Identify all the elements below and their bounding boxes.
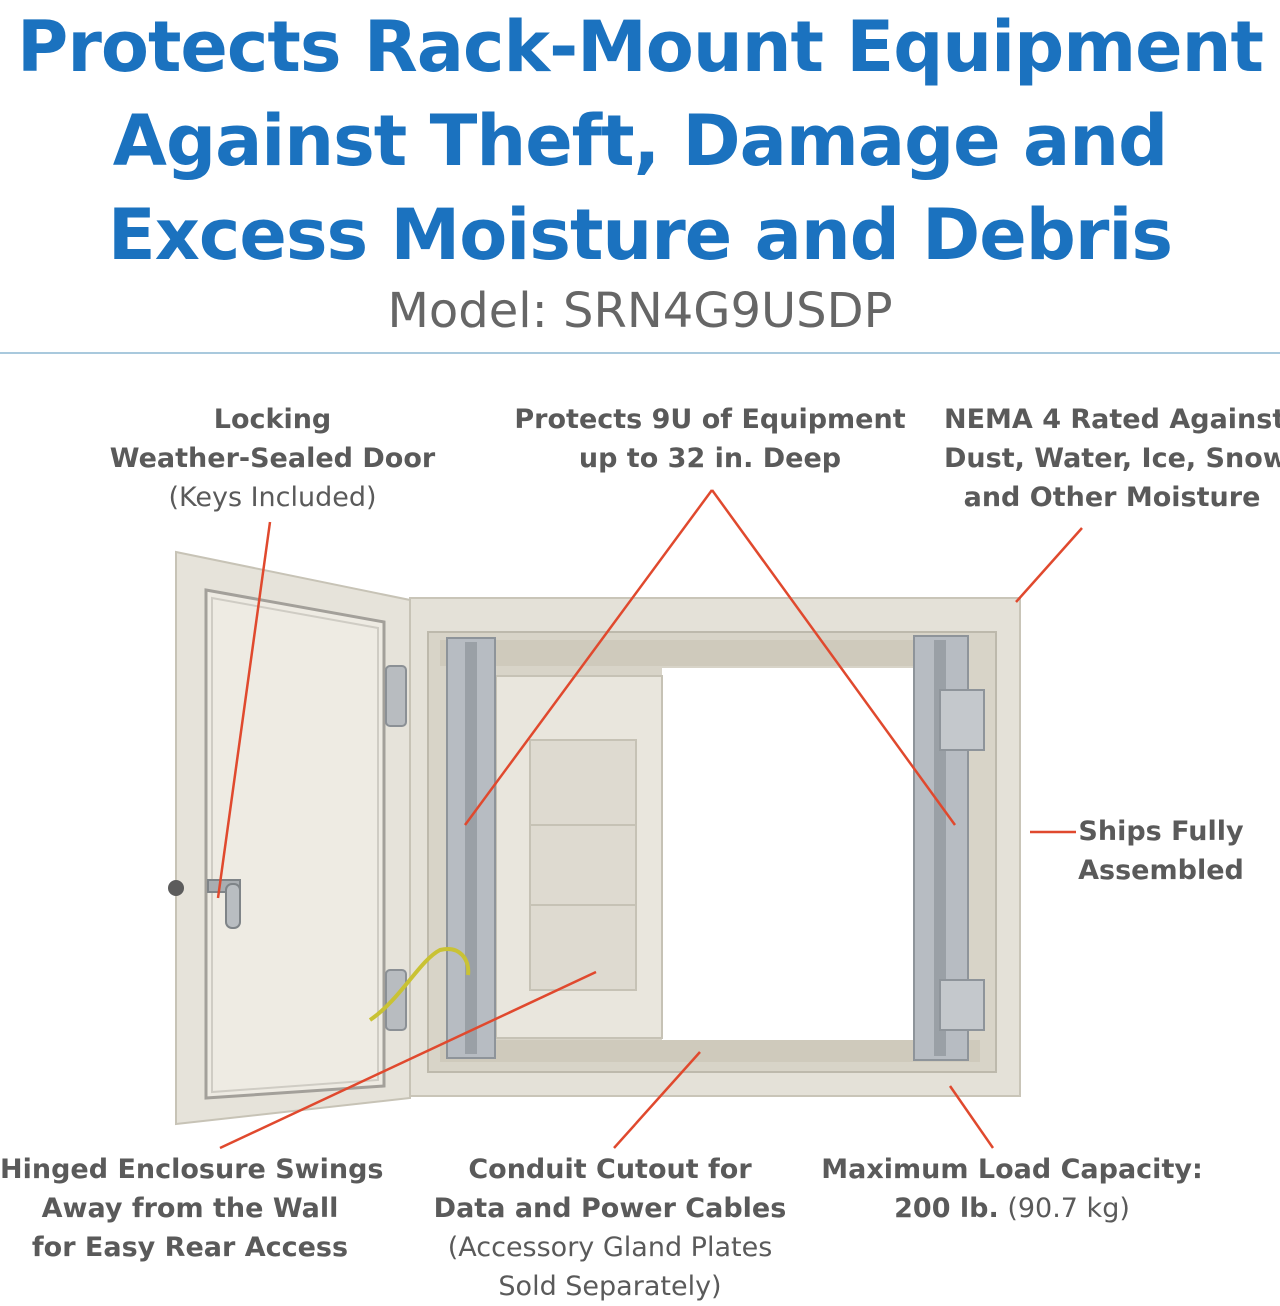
- leader-lines: [216, 489, 1083, 1150]
- leader-door: [216, 521, 272, 899]
- callout-protects-line1: Protects 9U of Equipment: [514, 404, 906, 435]
- headline-line-1: Protects Rack-Mount Equipment: [17, 6, 1264, 88]
- callout-nema-line1: NEMA 4 Rated Against: [944, 404, 1280, 435]
- callout-load-weight-metric: (90.7 kg): [1007, 1193, 1130, 1224]
- callout-conduit-line2: Data and Power Cables: [433, 1193, 787, 1224]
- leader-load: [948, 1085, 995, 1149]
- model-number: Model: SRN4G9USDP: [387, 283, 893, 339]
- rack-rails: [446, 635, 985, 1061]
- callout-hinged-line1: Hinged Enclosure Swings: [0, 1154, 384, 1185]
- ground-wire: [368, 947, 471, 1022]
- callout-door-line3: (Keys Included): [168, 482, 377, 513]
- divider: [0, 352, 1280, 354]
- callout-door-line2: Weather-Sealed Door: [109, 443, 436, 474]
- callout-door: Locking Weather-Sealed Door (Keys Includ…: [100, 400, 445, 517]
- callout-conduit-line3: (Accessory Gland Plates: [447, 1232, 773, 1263]
- callout-hinged-line2: Away from the Wall: [41, 1193, 339, 1224]
- callout-ships: Ships Fully Assembled: [1066, 812, 1256, 890]
- leader-nema: [1015, 527, 1083, 603]
- leader-hinged: [219, 970, 597, 1150]
- callout-conduit-line1: Conduit Cutout for: [468, 1154, 752, 1185]
- callout-conduit: Conduit Cutout for Data and Power Cables…: [420, 1150, 800, 1306]
- callout-protects-line2: up to 32 in. Deep: [578, 443, 842, 474]
- callout-load: Maximum Load Capacity: 200 lb. (90.7 kg): [810, 1150, 1214, 1228]
- leader-conduit: [613, 1051, 701, 1149]
- headline: Protects Rack-Mount Equipment Against Th…: [0, 0, 1280, 282]
- callout-load-line1: Maximum Load Capacity:: [821, 1154, 1203, 1185]
- leader-protects-right: [710, 489, 957, 826]
- callout-load-weight: 200 lb.: [894, 1193, 999, 1224]
- callout-ships-line2: Assembled: [1078, 855, 1244, 886]
- callout-ships-line1: Ships Fully: [1078, 816, 1244, 847]
- door: [168, 550, 411, 1126]
- leader-protects-left: [463, 489, 714, 826]
- callout-protects: Protects 9U of Equipment up to 32 in. De…: [500, 400, 920, 478]
- cabinet-body: [409, 597, 1021, 1097]
- callout-door-line1: Locking: [213, 404, 332, 435]
- callout-nema-line2: Dust, Water, Ice, Snow: [944, 443, 1280, 474]
- headline-line-3: Excess Moisture and Debris: [107, 194, 1173, 276]
- callout-conduit-line4: Sold Separately): [498, 1271, 722, 1302]
- callout-nema-line3: and Other Moisture: [963, 482, 1261, 513]
- headline-line-2: Against Theft, Damage and: [112, 100, 1168, 182]
- callout-nema: NEMA 4 Rated Against Dust, Water, Ice, S…: [944, 400, 1280, 517]
- callout-hinged-line3: for Easy Rear Access: [31, 1232, 349, 1263]
- callout-hinged: Hinged Enclosure Swings Away from the Wa…: [0, 1150, 384, 1267]
